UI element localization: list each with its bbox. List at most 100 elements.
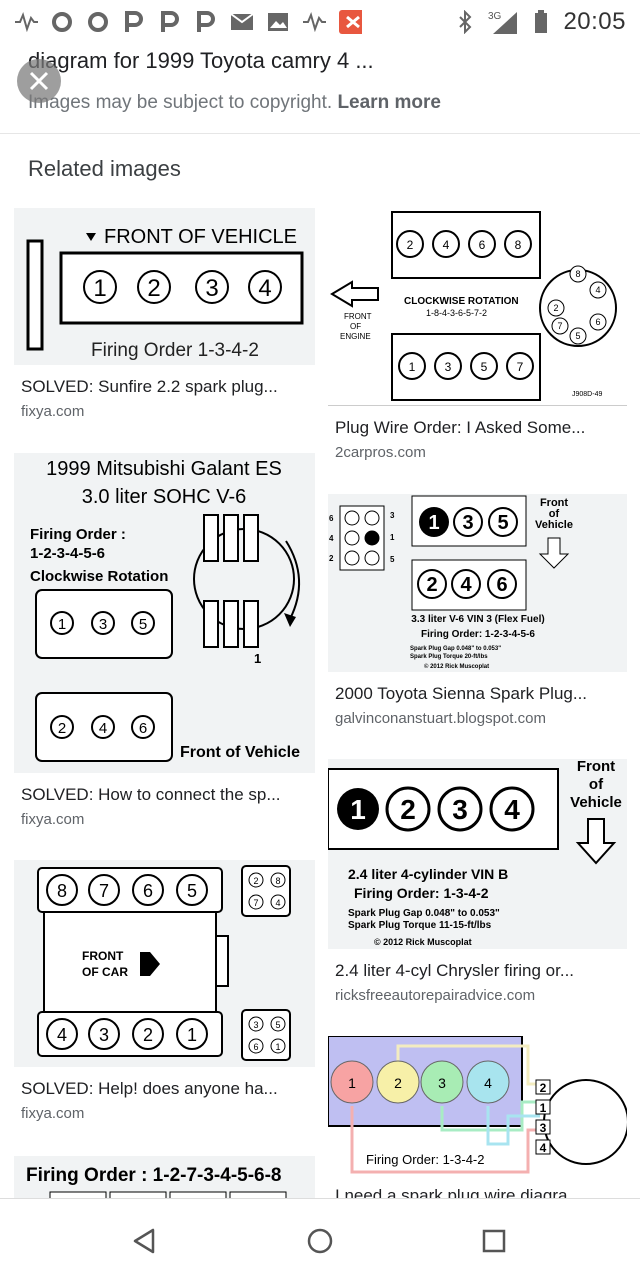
result-caption[interactable]: I need a spark plug wire diagra...	[335, 1186, 582, 1198]
result-thumbnail[interactable]: FRONT OF VEHICLE 1 2 3 4 Firing Order 1-…	[14, 208, 315, 365]
cap-terminal-label: 5	[390, 555, 395, 564]
result-caption[interactable]: SOLVED: How to connect the sp...	[21, 785, 281, 804]
pulse-icon	[302, 10, 326, 34]
result-thumbnail[interactable]: 1 2 3 4 Front of Vehicle 2.4 liter 4-cyl…	[328, 759, 627, 949]
result-thumbnail[interactable]: 1999 Mitsubishi Galant ES 3.0 liter SOHC…	[14, 453, 315, 773]
cap-terminal-label: 1	[275, 1042, 280, 1052]
cap-terminal-label: 4	[540, 1141, 547, 1155]
app-badge-icon	[338, 10, 362, 34]
cap-terminal-label: 6	[329, 514, 334, 523]
copyright-notice: Images may be subject to copyright. Lear…	[28, 92, 441, 114]
cap-terminal-label: 6	[595, 317, 600, 327]
cap-terminal-label: 5	[275, 1020, 280, 1030]
diagram-label: OF	[350, 322, 361, 331]
home-button[interactable]	[300, 1221, 340, 1261]
signal-icon: 3G	[487, 10, 519, 34]
cylinder-label: 3	[445, 360, 452, 374]
cylinder-label: 3	[462, 512, 473, 534]
cylinder-label: 6	[496, 574, 507, 596]
p-app-icon	[194, 10, 218, 34]
diagram-label: Firing Order : 1-2-7-3-4-5-6-8	[26, 1165, 282, 1186]
result-card[interactable]: 1 2 3 4 Firing Order: 1-3-4-2 2 1 3 4 I …	[328, 1036, 627, 1198]
diagram-label: Vehicle	[570, 794, 622, 811]
cylinder-label: 4	[484, 1075, 492, 1091]
diagram-label: Firing Order :	[30, 526, 126, 543]
result-caption[interactable]: SOLVED: Help! does anyone ha...	[21, 1079, 278, 1098]
result-card[interactable]: 6 4 2 3 1 5 1 3 5 Front of Vehicle 2 4 6…	[328, 494, 627, 727]
status-bar: 3G 20:05	[0, 0, 640, 44]
diagram-label: FRONT	[344, 312, 372, 321]
result-card[interactable]: 8 7 6 5 FRONT OF CAR 4 3 2 1 2 8 7 4	[14, 860, 315, 1122]
cylinder-label: 1	[409, 360, 416, 374]
diagram-label: Spark Plug Gap 0.048" to 0.053"	[348, 908, 500, 919]
back-button[interactable]	[124, 1221, 164, 1261]
cap-terminal-label: 7	[557, 321, 562, 331]
cylinder-label: 3	[99, 1025, 109, 1045]
cap-terminal-label: 1	[540, 1101, 547, 1115]
diagram-label: ENGINE	[340, 332, 371, 341]
result-card[interactable]: 1999 Mitsubishi Galant ES 3.0 liter SOHC…	[14, 453, 315, 828]
result-caption[interactable]: SOLVED: Sunfire 2.2 spark plug...	[21, 377, 278, 396]
result-source[interactable]: 2carpros.com	[335, 444, 426, 461]
cap-terminal-label: 3	[253, 1020, 258, 1030]
cap-terminal-label: 2	[253, 876, 258, 886]
cylinder-label: 7	[99, 881, 109, 901]
cylinder-label: 4	[460, 574, 472, 596]
cylinder-label: 5	[187, 881, 197, 901]
image-title[interactable]: diagram for 1999 Toyota camry 4 ...	[28, 48, 374, 73]
cap-terminal-label: 8	[275, 876, 280, 886]
result-source[interactable]: galvinconanstuart.blogspot.com	[335, 710, 546, 727]
diagram-label: Firing Order: 1-3-4-2	[366, 1152, 484, 1167]
diagram-label: Front	[577, 759, 615, 775]
learn-more-link[interactable]: Learn more	[337, 92, 441, 113]
diagram-label: of	[549, 508, 560, 520]
result-source[interactable]: fixya.com	[21, 403, 85, 420]
cylinder-label: 2	[143, 1025, 153, 1045]
result-caption[interactable]: 2000 Toyota Sienna Spark Plug...	[335, 684, 588, 703]
cap-terminal-label: 4	[329, 534, 334, 543]
close-button[interactable]	[17, 59, 61, 103]
result-caption[interactable]: Plug Wire Order: I Asked Some...	[335, 418, 586, 437]
diagram-label: © 2012 Rick Muscoplat	[374, 937, 472, 947]
diagram-code: J908D-49	[572, 391, 602, 398]
result-thumbnail[interactable]: 2 4 6 8 CLOCKWISE ROTATION 1-8-4-3-6-5-7…	[328, 208, 627, 406]
diagram-label: OF CAR	[82, 965, 128, 979]
result-source[interactable]: fixya.com	[21, 1105, 85, 1122]
result-card[interactable]: Firing Order : 1-2-7-3-4-5-6-8	[14, 1156, 315, 1198]
result-thumbnail[interactable]: 8 7 6 5 FRONT OF CAR 4 3 2 1 2 8 7 4	[14, 860, 315, 1067]
result-thumbnail[interactable]: 6 4 2 3 1 5 1 3 5 Front of Vehicle 2 4 6…	[328, 494, 627, 672]
copyright-text: Images may be subject to copyright.	[28, 92, 333, 113]
result-source[interactable]: ricksfreeautorepairadvice.com	[335, 987, 536, 1004]
diagram-label: Vehicle	[535, 519, 573, 531]
cylinder-label: 7	[517, 360, 524, 374]
back-icon	[133, 1228, 155, 1254]
system-nav-bar	[0, 1198, 640, 1280]
cylinder-label: 1	[187, 1025, 197, 1045]
cylinder-label: 2	[147, 275, 160, 302]
cylinder-label: 2	[407, 238, 414, 252]
cylinder-label: 1	[348, 1075, 356, 1091]
result-thumbnail[interactable]: Firing Order : 1-2-7-3-4-5-6-8	[14, 1156, 315, 1198]
cylinder-label: 4	[443, 238, 450, 252]
result-card[interactable]: FRONT OF VEHICLE 1 2 3 4 Firing Order 1-…	[14, 208, 315, 420]
result-caption[interactable]: 2.4 liter 4-cyl Chrysler firing or...	[335, 961, 575, 980]
result-source[interactable]: fixya.com	[21, 811, 85, 828]
cylinder-label: 5	[497, 512, 508, 534]
pulse-icon	[14, 10, 38, 34]
cap-terminal-label: 4	[595, 285, 600, 295]
recents-button[interactable]	[474, 1221, 514, 1261]
cylinder-label: 6	[143, 881, 153, 901]
cap-terminal-label: 2	[329, 554, 334, 563]
result-card[interactable]: 2 4 6 8 CLOCKWISE ROTATION 1-8-4-3-6-5-7…	[328, 208, 627, 461]
cap-terminal-label: 7	[253, 898, 258, 908]
cap-terminal-label: 3	[540, 1121, 547, 1135]
cylinder-label: 6	[479, 238, 486, 252]
close-icon	[29, 71, 49, 91]
bluetooth-icon	[453, 10, 477, 34]
cap-terminal-label: 3	[390, 511, 395, 520]
diagram-label: Clockwise Rotation	[30, 568, 168, 585]
result-thumbnail[interactable]: 1 2 3 4 Firing Order: 1-3-4-2 2 1 3 4	[328, 1036, 627, 1178]
diagram-label: CLOCKWISE ROTATION	[404, 296, 519, 307]
diagram-label: © 2012 Rick Muscoplat	[424, 663, 489, 670]
result-card[interactable]: 1 2 3 4 Front of Vehicle 2.4 liter 4-cyl…	[328, 759, 627, 1004]
